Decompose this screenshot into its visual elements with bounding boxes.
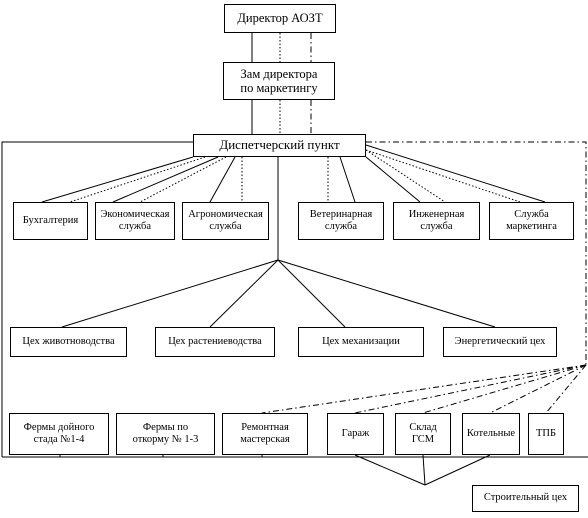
box-garage: Гараж: [327, 413, 384, 455]
line-fuel-construction: [422, 454, 426, 486]
line-dispatch-marketing: [365, 144, 546, 203]
line-dispatch-veterinary: [339, 156, 356, 203]
box-director: Директор АОЗТ: [224, 4, 336, 33]
box-fattening-farms: Фермы по откорму № 1-3: [116, 413, 215, 455]
line-fan-repair: [261, 364, 587, 414]
line-hub-energy: [277, 259, 496, 328]
box-boilers: Котельные: [462, 413, 520, 455]
line-fan-boilers: [489, 364, 587, 414]
box-energy-workshop: Энергетический цех: [443, 327, 557, 357]
box-marketing-service: Служба маркетинга: [489, 202, 574, 240]
line-hub-mechanization: [277, 259, 346, 328]
line-fan-tpb: [545, 364, 587, 414]
box-mechanization-workshop: Цех механизации: [298, 327, 424, 357]
line-fan-garage: [354, 364, 587, 414]
box-fuel-depot: Склад ГСМ: [395, 413, 451, 455]
box-construction-workshop: Строительный цех: [472, 485, 579, 512]
box-economic-service: Экономическая служба: [95, 202, 175, 240]
box-deputy-director: Зам директора по маркетингу: [223, 62, 335, 100]
line-dispatch-economic-dotted: [139, 156, 227, 203]
box-tpb: ТПБ: [528, 413, 564, 455]
box-engineering-service: Инженерная служба: [393, 202, 480, 240]
box-accounting: Бухгалтерия: [13, 202, 88, 240]
box-crop-workshop: Цех растениеводства: [155, 327, 275, 357]
line-dispatch-agronomic: [209, 156, 236, 203]
line-dispatch-marketing-dotted: [365, 149, 521, 203]
line-dispatch-economic: [112, 156, 219, 203]
line-left-frame: [1, 141, 193, 457]
box-repair-shop: Ремонтная мастерская: [222, 413, 308, 455]
line-dispatch-engineering: [365, 156, 421, 203]
line-hub-livestock: [61, 259, 279, 328]
line-boilers-construction: [424, 454, 491, 486]
box-dispatch-point: Диспетчерский пункт: [193, 134, 366, 157]
box-livestock-workshop: Цех животноводства: [10, 327, 127, 357]
box-agronomic-service: Агрономическая служба: [182, 202, 269, 240]
box-veterinary-service: Ветеринарная служба: [298, 202, 384, 240]
line-dispatch-accounting-dotted: [69, 156, 206, 203]
line-fan-fuel: [422, 364, 587, 414]
box-dairy-farms: Фермы дойного стада №1-4: [9, 413, 109, 455]
line-hub-crop: [209, 259, 279, 328]
line-right-frame: [366, 141, 587, 365]
line-garage-construction: [354, 454, 426, 486]
line-dispatch-accounting: [41, 156, 194, 203]
